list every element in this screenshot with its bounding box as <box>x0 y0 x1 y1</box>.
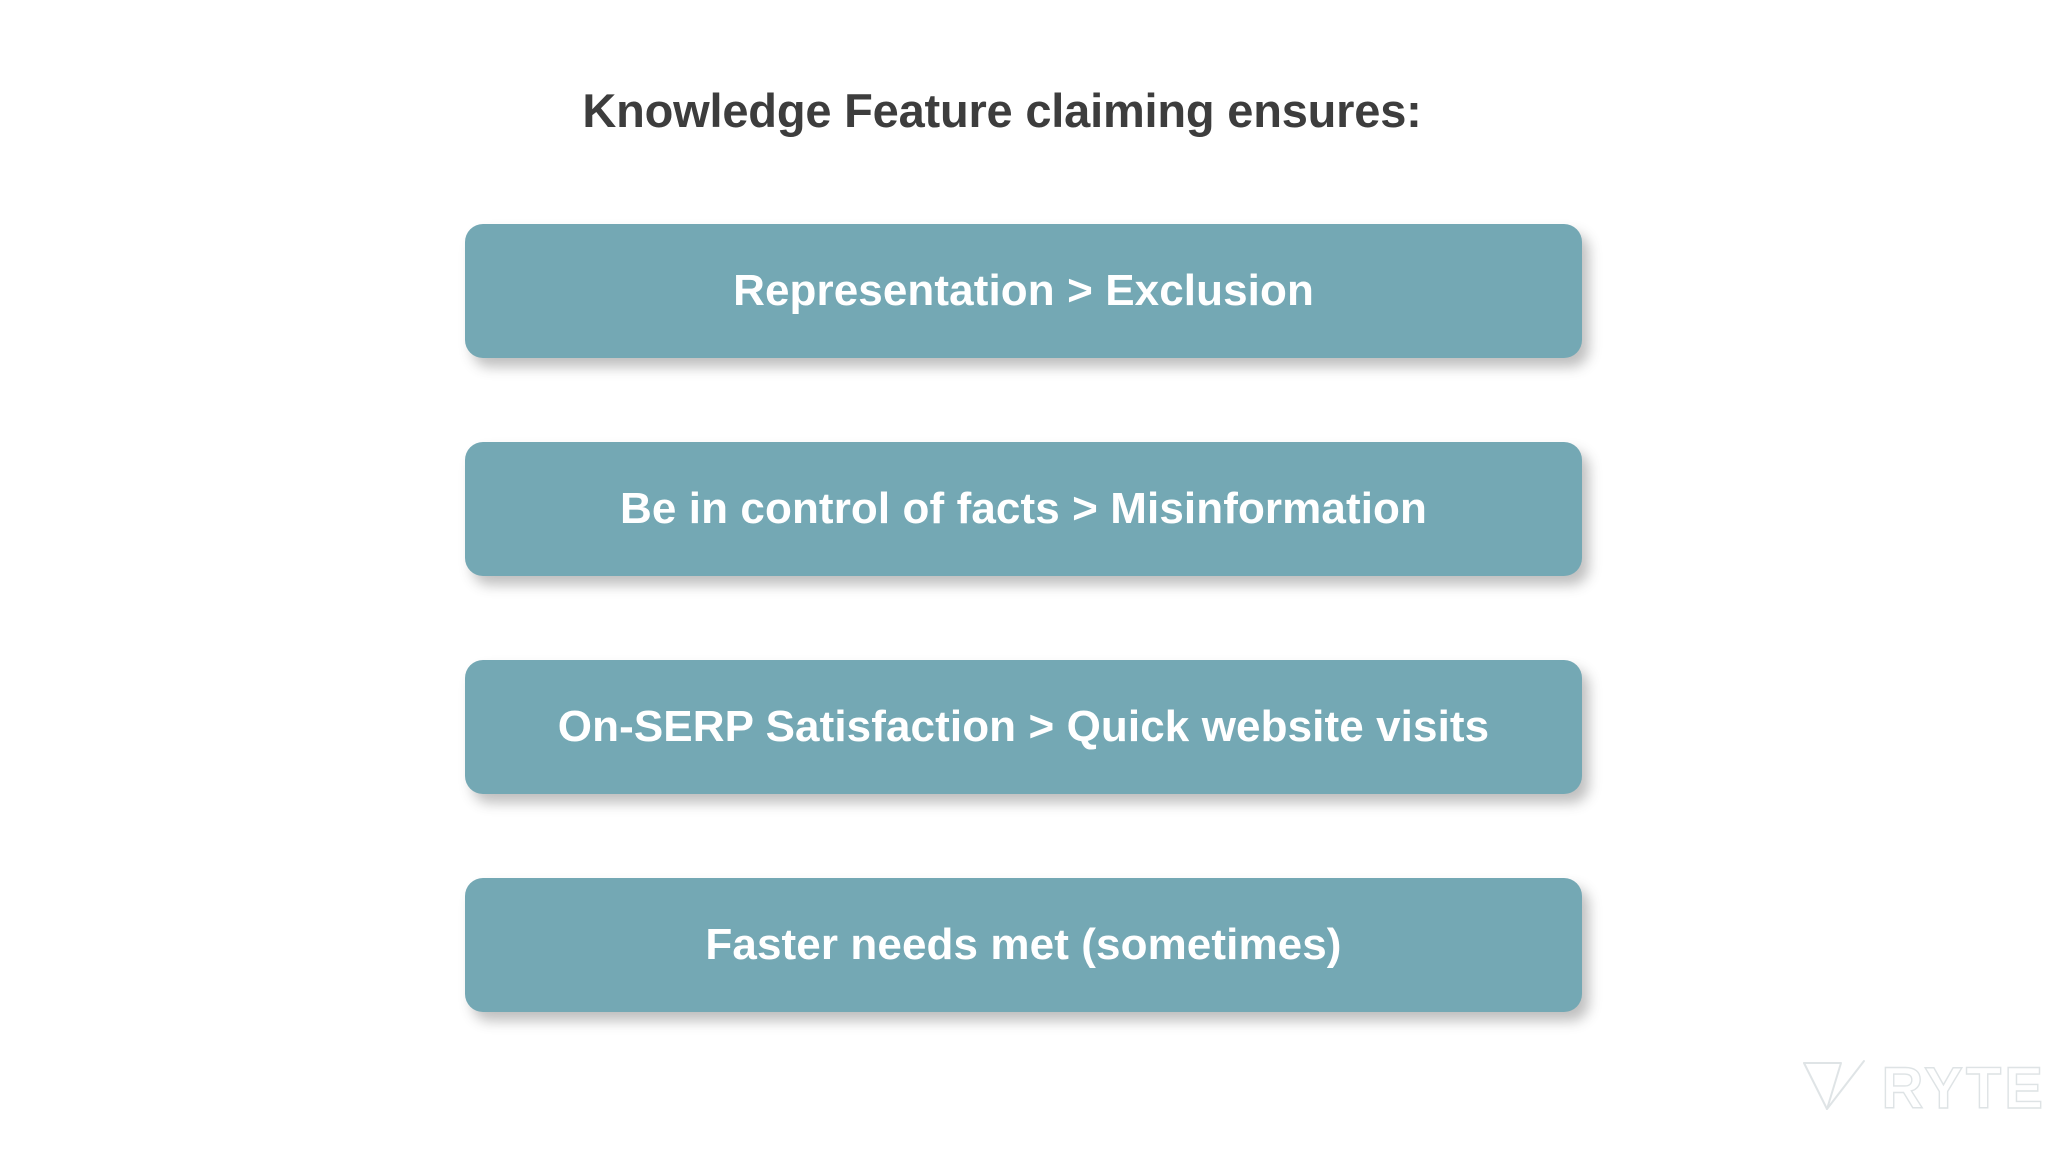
brand-watermark-label: RYTE <box>1881 1055 2046 1121</box>
benefit-pill-4-label: Faster needs met (sometimes) <box>705 919 1342 969</box>
benefit-pill-4: Faster needs met (sometimes) <box>465 878 1582 1012</box>
benefit-pill-1: Representation > Exclusion <box>465 224 1582 358</box>
benefit-pill-2: Be in control of facts > Misinformation <box>465 442 1582 576</box>
benefit-pill-list: Representation > Exclusion Be in control… <box>465 224 1582 1012</box>
ryte-checkmark-logo-icon <box>1801 1057 1867 1120</box>
brand-watermark: RYTE <box>1801 1057 2046 1120</box>
benefit-pill-3-label: On-SERP Satisfaction > Quick website vis… <box>557 701 1490 751</box>
benefit-pill-2-label: Be in control of facts > Misinformation <box>620 483 1427 533</box>
benefit-pill-1-label: Representation > Exclusion <box>733 265 1314 315</box>
page-title: Knowledge Feature claiming ensures: <box>582 84 1422 138</box>
benefit-pill-3: On-SERP Satisfaction > Quick website vis… <box>465 660 1582 794</box>
